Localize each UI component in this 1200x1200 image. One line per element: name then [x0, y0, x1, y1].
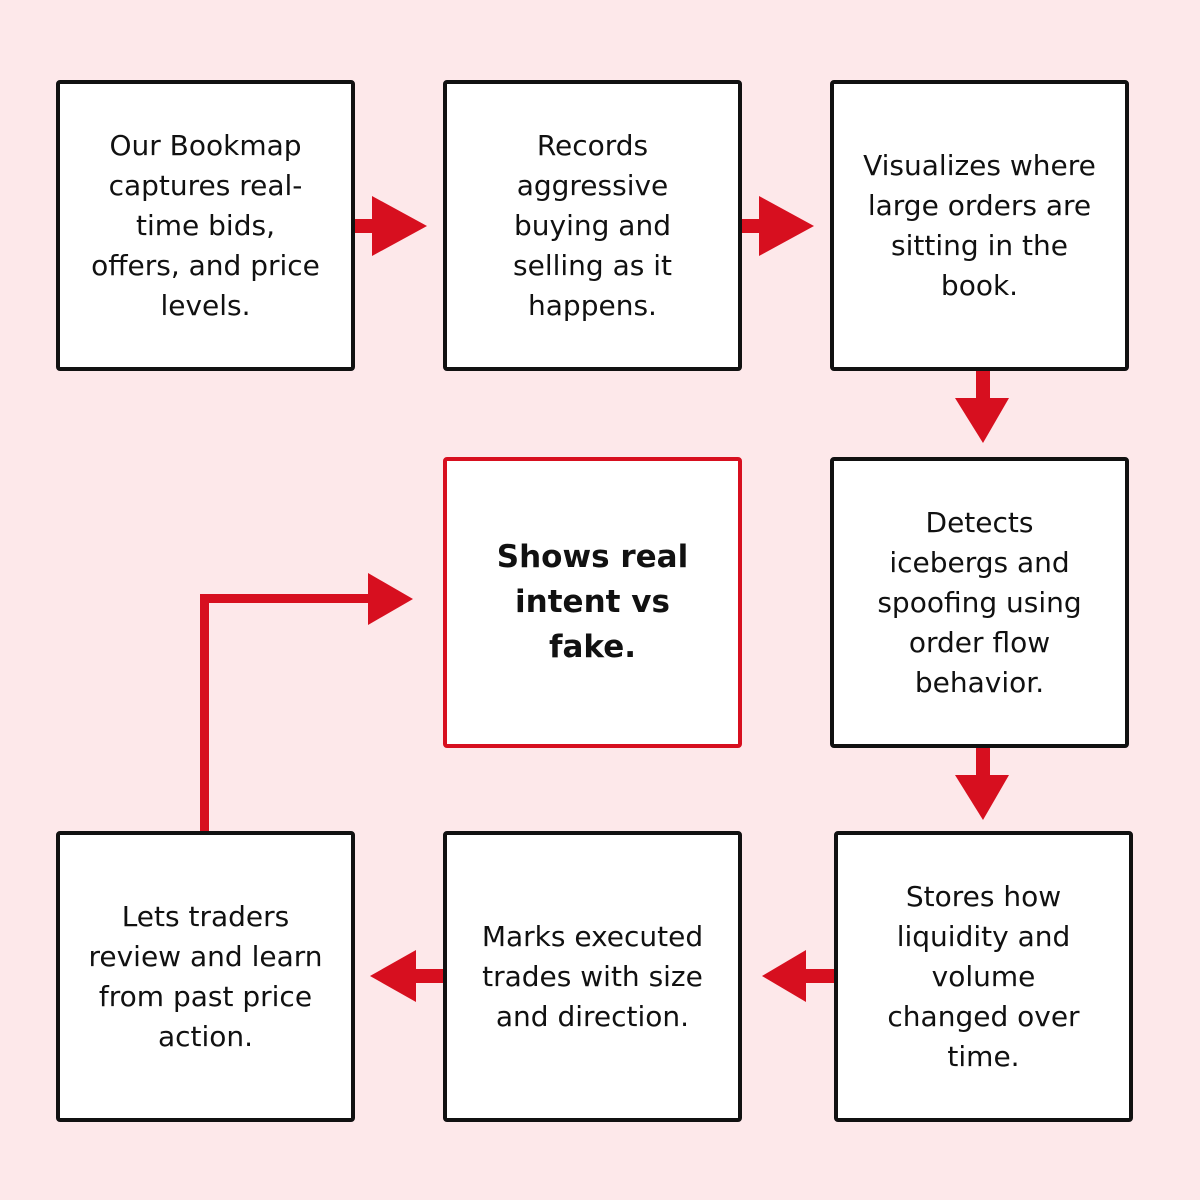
step-box-mark: Marks executed trades with size and dire… [443, 831, 742, 1122]
step-box-visualize: Visualizes where large orders are sittin… [830, 80, 1129, 371]
step-text: Marks executed trades with size and dire… [481, 919, 704, 1033]
step-text: Visualizes where large orders are sittin… [863, 148, 1096, 302]
step-box-review: Lets traders review and learn from past … [56, 831, 355, 1122]
elbow-arrow-8-to-5 [200, 573, 413, 831]
step-text: Stores how liquidity and volume changed … [887, 879, 1080, 1073]
arrow-right-2-to-3 [742, 196, 814, 256]
arrow-left-6-to-7 [762, 950, 834, 1002]
step-text: Lets traders review and learn from past … [88, 899, 323, 1053]
step-box-record: Records aggressive buying and selling as… [443, 80, 742, 371]
arrow-down-4-to-6 [955, 748, 1009, 820]
arrow-down-3-to-4 [955, 371, 1009, 443]
arrow-right-1-to-2 [355, 196, 427, 256]
step-text: Detects icebergs and spoofing using orde… [877, 505, 1082, 699]
step-box-store: Stores how liquidity and volume changed … [834, 831, 1133, 1122]
step-box-capture: Our Bookmap captures real- time bids, of… [56, 80, 355, 371]
arrow-left-7-to-8 [370, 950, 443, 1002]
step-box-result: Shows real intent vs fake. [443, 457, 742, 748]
step-text: Records aggressive buying and selling as… [513, 128, 672, 322]
step-text: Our Bookmap captures real- time bids, of… [91, 128, 320, 322]
step-text-highlight: Shows real intent vs fake. [496, 539, 689, 665]
step-box-detect: Detects icebergs and spoofing using orde… [830, 457, 1129, 748]
